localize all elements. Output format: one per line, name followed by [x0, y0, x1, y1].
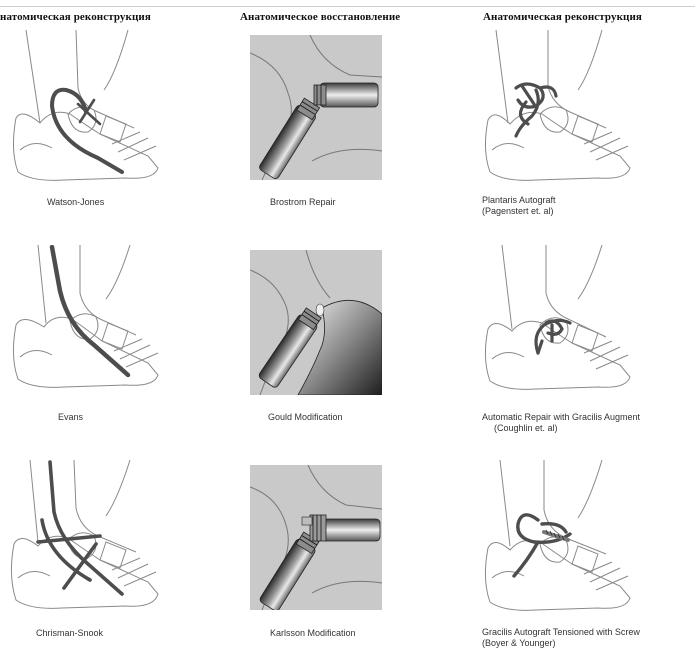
automatic-repair-caption: Automatic Repair with Gracilis Augment (…: [482, 412, 640, 434]
plantaris-caption-line1: Plantaris Autograft: [482, 195, 556, 206]
evans-illustration: [8, 245, 160, 395]
evans-caption: Evans: [58, 412, 83, 423]
automatic-caption-line1: Automatic Repair with Gracilis Augment: [482, 412, 640, 423]
automatic-caption-line2: (Coughlin et. al): [482, 423, 640, 434]
gracilis-caption-line2: (Boyer & Younger): [482, 638, 640, 649]
chrisman-snook-illustration: [8, 460, 160, 615]
plantaris-caption-line2: (Pagenstert et. al): [482, 206, 556, 217]
karlsson-modification-caption: Karlsson Modification: [270, 628, 356, 639]
heading-anatomic-reconstruction: Анатомическая реконструкция: [483, 11, 642, 23]
top-divider: [0, 6, 695, 7]
watson-jones-caption: Watson-Jones: [47, 197, 104, 208]
gould-modification-caption: Gould Modification: [268, 412, 343, 423]
gracilis-caption-line1: Gracilis Autograft Tensioned with Screw: [482, 627, 640, 638]
gracilis-autograft-caption: Gracilis Autograft Tensioned with Screw …: [482, 627, 640, 649]
heading-non-anatomic-reconstruction: натомическая реконструкция: [0, 11, 151, 23]
chrisman-snook-caption: Chrisman-Snook: [36, 628, 103, 639]
gould-modification-illustration: [250, 250, 382, 395]
heading-anatomic-repair: Анатомическое восстановление: [240, 11, 400, 23]
brostrom-repair-caption: Brostrom Repair: [270, 197, 336, 208]
plantaris-autograft-caption: Plantaris Autograft (Pagenstert et. al): [482, 195, 556, 217]
plantaris-autograft-illustration: [482, 28, 634, 188]
brostrom-repair-illustration: [250, 35, 382, 180]
watson-jones-illustration: [8, 28, 160, 188]
gracilis-autograft-illustration: [482, 460, 634, 615]
automatic-repair-illustration: [482, 245, 634, 395]
karlsson-modification-illustration: [250, 465, 382, 610]
